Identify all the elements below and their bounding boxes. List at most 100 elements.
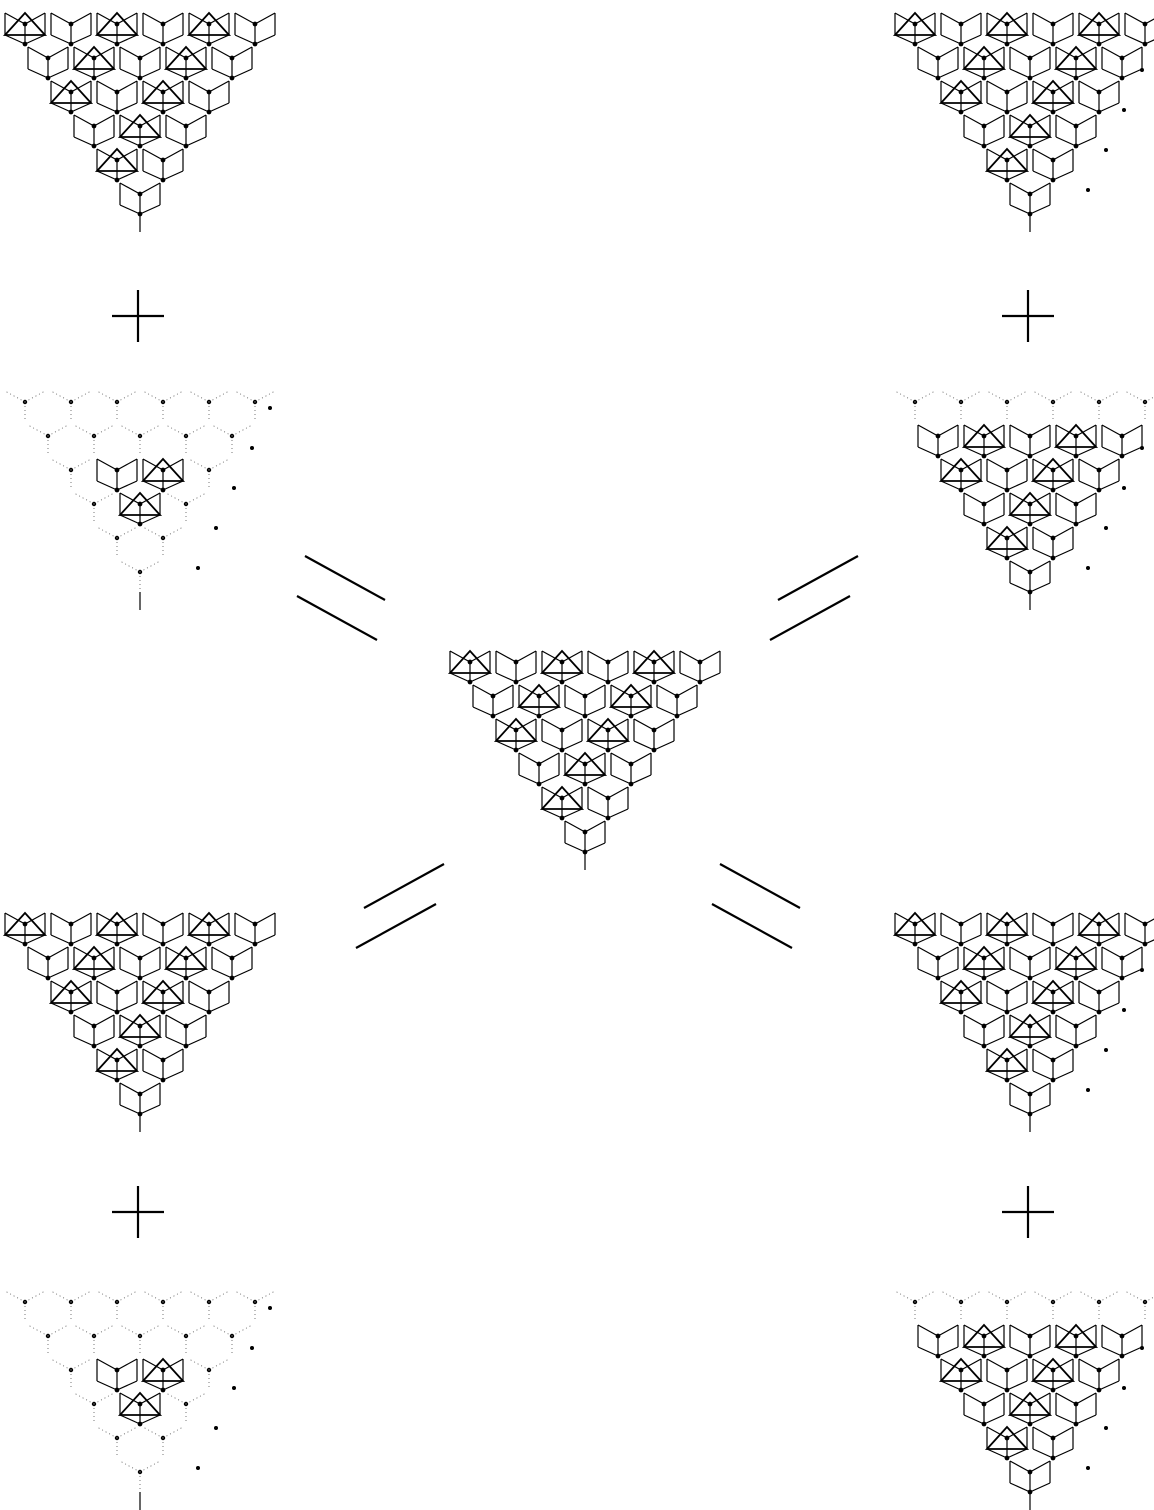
dotted-edge xyxy=(232,425,252,436)
lattice-edge xyxy=(1053,81,1073,92)
lattice-edge xyxy=(71,913,91,924)
lattice-edge xyxy=(938,1325,958,1336)
lattice-edge xyxy=(984,493,1004,504)
lattice-edge xyxy=(140,69,160,78)
lattice-vertex xyxy=(1051,110,1056,115)
lattice-vertex xyxy=(606,680,611,685)
lattice-edge xyxy=(918,1347,938,1356)
outer-dot xyxy=(1104,1048,1108,1052)
outer-dot xyxy=(1140,68,1144,72)
lattice-vertex xyxy=(46,976,51,981)
lattice-edge xyxy=(1033,171,1053,180)
lattice-vertex xyxy=(138,502,143,507)
lattice-edge xyxy=(588,787,608,798)
lattice-edge xyxy=(97,81,117,92)
dotted-edge xyxy=(895,391,915,402)
lattice-edge xyxy=(143,13,163,24)
lattice-edge xyxy=(1056,969,1076,978)
lattice-edge xyxy=(918,425,938,436)
lattice-edge xyxy=(140,1037,160,1046)
lattice-vertex xyxy=(207,110,212,115)
lattice-edge xyxy=(588,719,608,730)
lattice-edge xyxy=(97,171,117,180)
lattice-edge xyxy=(255,935,275,944)
dotted-edge xyxy=(941,1291,961,1302)
lattice-vertex xyxy=(230,976,235,981)
lattice-edge xyxy=(1010,947,1030,958)
lattice-vertex xyxy=(1028,976,1033,981)
lattice-vertex xyxy=(606,660,611,665)
lattice-edge xyxy=(987,149,1007,160)
lattice-vertex xyxy=(115,1010,120,1015)
dotted-edge xyxy=(25,1291,45,1302)
lattice-panel-top-right-a xyxy=(895,13,1154,232)
lattice-edge xyxy=(680,651,700,662)
lattice-vertex xyxy=(560,728,565,733)
lattice-vertex xyxy=(514,680,519,685)
lattice-edge xyxy=(28,47,48,58)
lattice-edge xyxy=(1079,1381,1099,1390)
dotted-edge xyxy=(163,391,183,402)
lattice-edge xyxy=(562,719,582,730)
lattice-edge xyxy=(212,969,232,978)
lattice-vertex xyxy=(1051,42,1056,47)
lattice-vertex xyxy=(1051,1058,1056,1063)
lattice-edge xyxy=(1122,425,1142,436)
lattice-vertex xyxy=(959,22,964,27)
lattice-edge xyxy=(473,685,493,696)
lattice-edge xyxy=(255,913,275,924)
lattice-edge xyxy=(984,115,1004,126)
lattice-edge xyxy=(1010,47,1030,58)
lattice-vertex xyxy=(1028,56,1033,61)
lattice-vertex xyxy=(1120,454,1125,459)
dotted-edge xyxy=(51,1359,71,1370)
lattice-vertex xyxy=(207,42,212,47)
dotted-edge xyxy=(987,391,1007,402)
dotted-edge xyxy=(209,391,229,402)
lattice-edge xyxy=(1010,1347,1030,1356)
lattice-edge xyxy=(117,459,137,470)
outer-dot xyxy=(232,486,236,490)
lattice-vertex xyxy=(1028,1044,1033,1049)
lattice-edge xyxy=(117,1359,137,1370)
dotted-edge xyxy=(1125,391,1145,402)
lattice-vertex xyxy=(982,454,987,459)
dotted-edge xyxy=(166,1325,186,1336)
lattice-edge xyxy=(938,69,958,78)
lattice-vertex xyxy=(1074,1402,1079,1407)
lattice-edge xyxy=(1056,115,1076,126)
plus-top-right-sign xyxy=(1002,290,1054,342)
lattice-vertex xyxy=(161,42,166,47)
lattice-edge xyxy=(941,1359,961,1370)
lattice-vertex xyxy=(1005,178,1010,183)
lattice-vertex xyxy=(913,922,918,927)
lattice-edge xyxy=(189,35,209,44)
lattice-vertex xyxy=(560,796,565,801)
lattice-edge xyxy=(1125,913,1145,924)
lattice-edge xyxy=(542,809,562,818)
lattice-edge xyxy=(941,13,961,24)
lattice-edge xyxy=(987,459,1007,470)
lattice-edge xyxy=(166,47,186,58)
lattice-edge xyxy=(450,651,470,662)
dotted-edge xyxy=(1033,391,1053,402)
lattice-edge xyxy=(918,47,938,58)
dotted-edge xyxy=(166,1393,186,1404)
lattice-edge xyxy=(542,719,562,730)
lattice-edge xyxy=(941,481,961,490)
lattice-edge xyxy=(74,115,94,126)
lattice-edge xyxy=(565,753,585,764)
lattice-vertex xyxy=(982,434,987,439)
lattice-edge xyxy=(117,1381,137,1390)
dotted-edge xyxy=(28,425,48,436)
lattice-edge xyxy=(984,137,1004,146)
lattice-vertex xyxy=(982,956,987,961)
lattice-edge xyxy=(1056,1393,1076,1404)
lattice-edge xyxy=(1076,1393,1096,1404)
lattice-edge xyxy=(631,707,651,716)
lattice-edge xyxy=(1053,149,1073,160)
lattice-edge xyxy=(984,425,1004,436)
lattice-edge xyxy=(1053,1381,1073,1390)
lattice-vertex xyxy=(207,1010,212,1015)
lattice-edge xyxy=(941,981,961,992)
